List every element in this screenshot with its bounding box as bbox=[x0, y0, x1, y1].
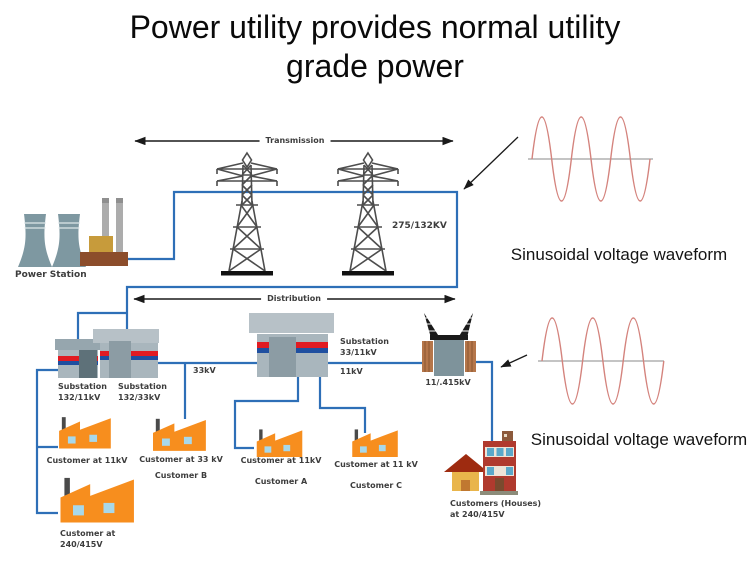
substation-132-11-label: Substation 132/11kV bbox=[58, 382, 107, 402]
power-station-label: Power Station bbox=[15, 270, 87, 280]
factory-icon-customer-33kv bbox=[153, 418, 206, 451]
sine-curve bbox=[531, 116, 651, 202]
transmission-power-line bbox=[125, 190, 459, 331]
factory-icon-customer-a bbox=[256, 429, 303, 458]
page-title-line1: Power utility provides normal utility bbox=[129, 9, 621, 45]
steps bbox=[480, 491, 518, 495]
section-arrows bbox=[133, 136, 456, 304]
cooling-tower bbox=[52, 214, 86, 267]
annotation-arrows bbox=[463, 136, 528, 368]
roof bbox=[249, 313, 334, 333]
door bbox=[109, 341, 131, 378]
bushing bbox=[458, 313, 473, 338]
line-to-customer-240-415 bbox=[35, 368, 58, 515]
coil bbox=[422, 341, 433, 372]
factory-icon-customer-240-415 bbox=[60, 477, 134, 523]
bushing bbox=[424, 313, 440, 338]
blue-stripe bbox=[58, 361, 98, 365]
factory-icon-customer-11kv bbox=[59, 417, 111, 449]
power-lines bbox=[35, 190, 494, 515]
cooling-tower bbox=[18, 214, 52, 267]
waveform-top-label: Sinusoidal voltage waveform bbox=[510, 245, 728, 264]
line-to-customer-a bbox=[233, 377, 300, 450]
page-title-line2: grade power bbox=[286, 48, 464, 84]
line-to-customer-c bbox=[318, 377, 367, 433]
customer-a-label: Customer A bbox=[254, 477, 308, 486]
top-bar bbox=[430, 335, 468, 340]
station-base bbox=[80, 252, 128, 266]
generator-building bbox=[89, 236, 113, 252]
customer-a-voltage-label: Customer at 11kV bbox=[240, 456, 322, 465]
window bbox=[487, 448, 494, 456]
transmission-tower-icon bbox=[337, 152, 399, 277]
window bbox=[496, 448, 504, 456]
factory-icon-customer-c bbox=[352, 429, 398, 458]
line-to-substation-132-11 bbox=[76, 311, 127, 340]
houses-icon bbox=[444, 431, 518, 495]
customer-240-415-label: Customer at 240/415V bbox=[60, 529, 116, 549]
transmission-tower-icon bbox=[216, 152, 278, 277]
window bbox=[506, 448, 513, 456]
waveform-bottom-arrow bbox=[500, 354, 528, 368]
line-voltage-label: 275/132KV bbox=[392, 221, 447, 231]
waveform-bottom-label: Sinusoidal voltage waveform bbox=[530, 430, 748, 449]
chimney bbox=[502, 431, 513, 444]
transformer-body bbox=[434, 340, 464, 376]
window bbox=[506, 467, 513, 475]
houses-label: Customers (Houses) at 240/415V bbox=[450, 499, 542, 519]
roof bbox=[93, 329, 159, 343]
customer-11kv-label: Customer at 11kV bbox=[46, 456, 128, 465]
window bbox=[487, 467, 494, 475]
customer-c-voltage-label: Customer at 11 kV bbox=[334, 460, 418, 469]
sine-wave-top bbox=[528, 116, 653, 202]
kv33-label: 33kV bbox=[193, 366, 216, 375]
customer-33kv-label: Customer at 33 kV bbox=[139, 455, 223, 464]
waveform-top-arrow bbox=[463, 136, 519, 190]
sine-wave-bottom bbox=[538, 317, 665, 405]
chimney bbox=[116, 198, 123, 254]
house-roof bbox=[444, 454, 488, 472]
sine-curve bbox=[541, 317, 665, 405]
substation-132-33-label: Substation 132/33kV bbox=[118, 382, 167, 402]
transformer-label: 11/.415kV bbox=[425, 378, 471, 387]
apartment-door bbox=[495, 478, 504, 492]
substation-33-11-icon bbox=[249, 313, 334, 377]
power-station-icon bbox=[18, 198, 128, 267]
house-door bbox=[461, 480, 470, 491]
substation-132-11-icon bbox=[55, 339, 101, 378]
customer-c-label: Customer C bbox=[349, 481, 403, 490]
coil bbox=[465, 341, 476, 372]
roof bbox=[55, 339, 101, 350]
door bbox=[79, 350, 97, 378]
substation-132-33-icon bbox=[93, 329, 159, 378]
distribution-label: Distribution bbox=[261, 294, 327, 304]
page-title: Power utility provides normal utility gr… bbox=[0, 8, 750, 86]
line-to-houses bbox=[470, 360, 494, 443]
substation-33-11-label: Substation 33/11kV bbox=[340, 337, 389, 357]
red-stripe bbox=[58, 356, 98, 361]
transformer-icon bbox=[422, 313, 476, 376]
transmission-label: Transmission bbox=[259, 136, 331, 146]
customer-b-label: Customer B bbox=[154, 471, 208, 480]
door bbox=[269, 337, 296, 377]
kv11-label: 11kV bbox=[340, 367, 363, 376]
chimney bbox=[102, 198, 109, 254]
